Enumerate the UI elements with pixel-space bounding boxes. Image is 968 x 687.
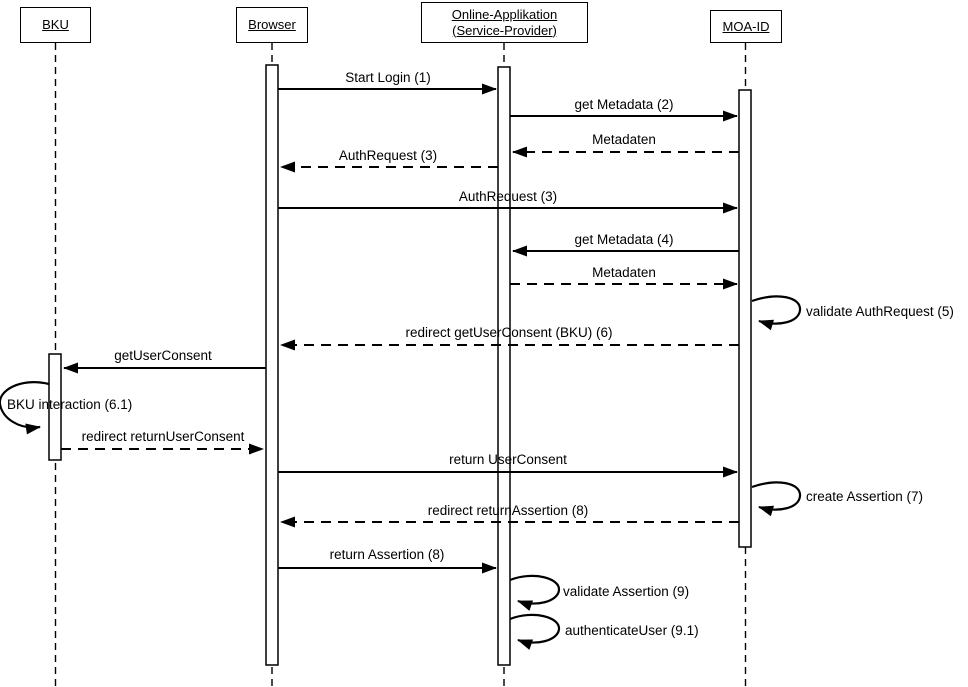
activation-bar-moa-id (738, 89, 752, 548)
message-label-return-assertion: return Assertion (8) (329, 547, 445, 562)
loop-bku-interaction (0, 381, 50, 435)
actor-box-moa-id: MOA-ID (710, 10, 782, 43)
message-label-authenticateuser: authenticateUser (9.1) (565, 623, 699, 638)
actor-box-bku: BKU (20, 7, 91, 43)
actor-box-browser: Browser (236, 7, 308, 43)
loop-validate-authrequest (751, 295, 802, 331)
message-label-authrequest-redirect: AuthRequest (3) (338, 148, 438, 163)
loop-validate-assertion (509, 574, 561, 611)
actor-label-online-app: Online-Applikation (Service-Provider) (451, 6, 558, 38)
message-label-get-metadata-2: get Metadata (2) (574, 97, 674, 112)
message-label-redirect-returnassertion: redirect returnAssertion (8) (427, 503, 589, 518)
message-label-create-assertion: create Assertion (7) (806, 489, 924, 504)
message-label-authrequest-send: AuthRequest (3) (458, 189, 558, 204)
actor-label-browser: Browser (248, 17, 296, 32)
message-label-metadaten-1: Metadaten (592, 132, 656, 147)
message-label-redirect-getuserconsent: redirect getUserConsent (BKU) (6) (405, 325, 613, 340)
activation-bar-online-app (497, 66, 511, 666)
actor-label-bku: BKU (42, 17, 69, 32)
message-label-bku-interaction: BKU interaction (6.1) (7, 397, 133, 412)
activation-bar-bku (48, 353, 62, 461)
actor-label-moa-id: MOA-ID (722, 18, 770, 34)
message-label-start-login: Start Login (1) (345, 70, 431, 85)
message-label-validate-assertion: validate Assertion (9) (563, 584, 690, 599)
message-label-getuserconsent: getUserConsent (114, 348, 212, 363)
message-label-metadaten-2: Metadaten (592, 265, 656, 280)
activation-bar-browser (265, 64, 279, 666)
loop-authenticateuser (509, 613, 561, 650)
message-label-return-userconsent: return UserConsent (449, 452, 567, 467)
loop-create-assertion (751, 481, 802, 517)
message-label-validate-authrequest: validate AuthRequest (5) (806, 304, 954, 319)
message-label-redirect-returnuserconsent: redirect returnUserConsent (81, 429, 245, 444)
message-label-get-metadata-4: get Metadata (4) (574, 232, 674, 247)
actor-box-online-app: Online-Applikation (Service-Provider) (421, 2, 588, 43)
